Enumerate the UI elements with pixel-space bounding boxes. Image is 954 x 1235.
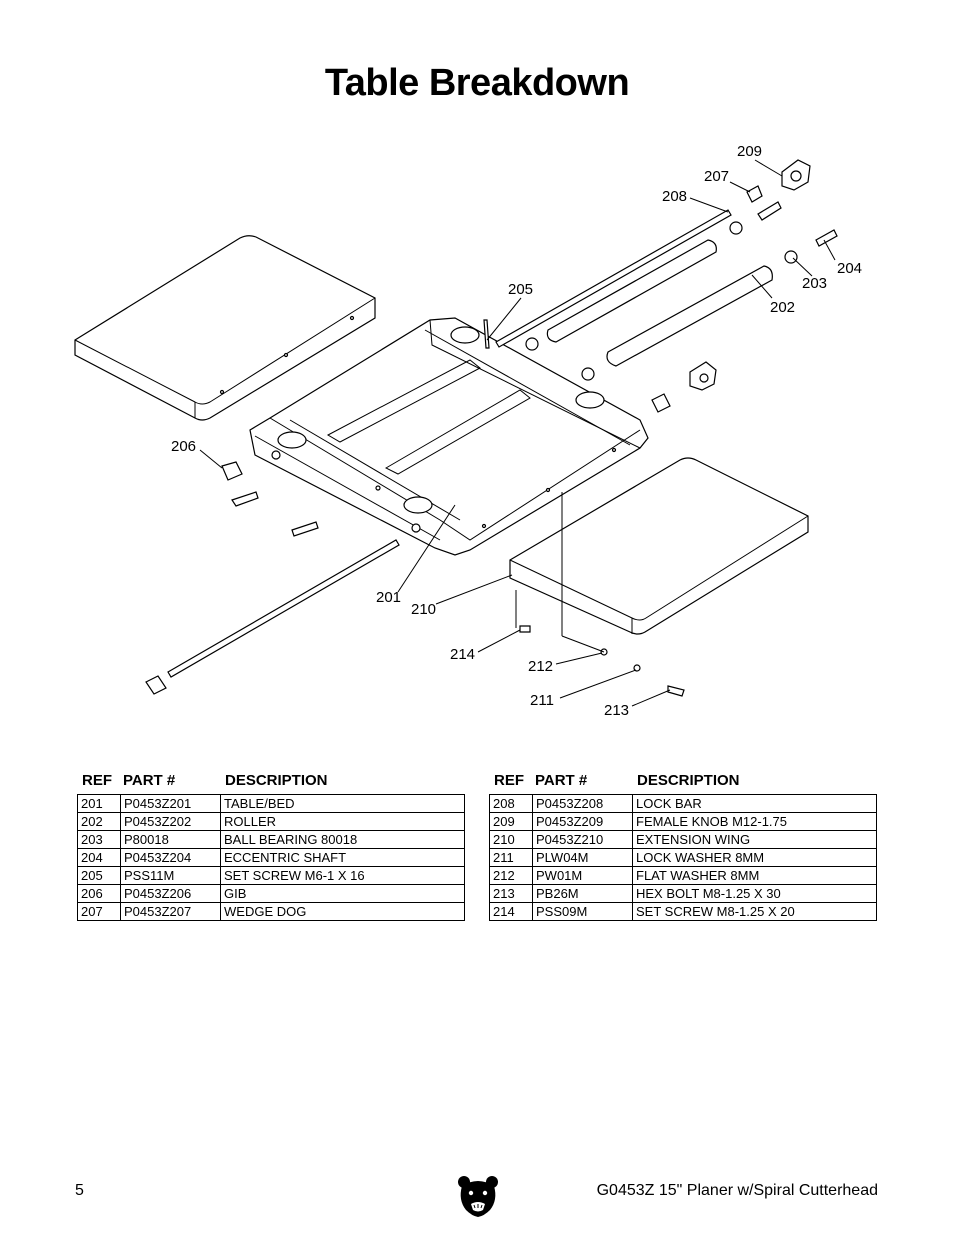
part-number-cell: P0453Z208 <box>532 794 633 813</box>
callout-211: 211 <box>530 692 554 709</box>
parts-list-header: REF PART # DESCRIPTION <box>489 770 878 794</box>
description-cell: LOCK WASHER 8MM <box>632 848 877 867</box>
callout-204: 204 <box>837 260 862 277</box>
ref-cell: 205 <box>77 866 121 885</box>
part-number-cell: P80018 <box>120 830 221 849</box>
part-number-cell: P0453Z210 <box>532 830 633 849</box>
lock-bar <box>495 209 732 348</box>
description-cell: SET SCREW M8-1.25 X 20 <box>632 902 877 921</box>
callout-213: 213 <box>604 702 629 719</box>
part-number-cell: P0453Z206 <box>120 884 221 903</box>
description-cell: TABLE/BED <box>220 794 465 813</box>
left-extension-wing <box>74 235 376 421</box>
description-cell: ECCENTRIC SHAFT <box>220 848 465 867</box>
callout-203: 203 <box>802 275 827 292</box>
description-cell: FEMALE KNOB M12-1.75 <box>632 812 877 831</box>
right-extension-wing <box>509 457 809 635</box>
callout-labels: 209 207 208 204 203 202 205 206 201 210 … <box>171 143 862 719</box>
callout-207: 207 <box>704 168 729 185</box>
ref-cell: 212 <box>489 866 533 885</box>
header-part-number: PART # <box>123 772 176 789</box>
callout-208: 208 <box>662 188 687 205</box>
part-number-cell: P0453Z201 <box>120 794 221 813</box>
callout-212: 212 <box>528 658 553 675</box>
roller-upper <box>525 221 743 351</box>
description-cell: SET SCREW M6-1 X 16 <box>220 866 465 885</box>
roller-lower <box>581 250 798 381</box>
ref-cell: 209 <box>489 812 533 831</box>
ref-cell: 211 <box>489 848 533 867</box>
description-cell: LOCK BAR <box>632 794 877 813</box>
callout-210: 210 <box>411 601 436 618</box>
header-description: DESCRIPTION <box>225 772 328 789</box>
hardware-parts <box>145 159 838 697</box>
description-cell: ROLLER <box>220 812 465 831</box>
description-cell: WEDGE DOG <box>220 902 465 921</box>
ref-cell: 201 <box>77 794 121 813</box>
callout-214: 214 <box>450 646 475 663</box>
bear-logo-icon <box>458 1176 498 1217</box>
model-description: G0453Z 15" Planer w/Spiral Cutterhead <box>596 1182 878 1199</box>
page-title: Table Breakdown <box>324 62 630 104</box>
callout-201: 201 <box>376 589 401 606</box>
description-cell: HEX BOLT M8-1.25 X 30 <box>632 884 877 903</box>
callout-206: 206 <box>171 438 196 455</box>
part-number-cell: PB26M <box>532 884 633 903</box>
header-ref: REF <box>494 772 524 789</box>
description-cell: FLAT WASHER 8MM <box>632 866 877 885</box>
ref-cell: 202 <box>77 812 121 831</box>
ref-cell: 206 <box>77 884 121 903</box>
ref-cell: 203 <box>77 830 121 849</box>
ref-cell: 204 <box>77 848 121 867</box>
ref-cell: 214 <box>489 902 533 921</box>
part-number-cell: PW01M <box>532 866 633 885</box>
part-number-cell: P0453Z202 <box>120 812 221 831</box>
ref-cell: 213 <box>489 884 533 903</box>
ref-cell: 207 <box>77 902 121 921</box>
header-part-number: PART # <box>535 772 588 789</box>
parts-list-header: REF PART # DESCRIPTION <box>77 770 466 794</box>
ref-cell: 210 <box>489 830 533 849</box>
exploded-parts-diagram: 209 207 208 204 203 202 205 206 201 210 … <box>74 143 862 719</box>
part-number-cell: PLW04M <box>532 848 633 867</box>
callout-202: 202 <box>770 299 795 316</box>
part-number-cell: PSS09M <box>532 902 633 921</box>
table-bed <box>249 317 649 556</box>
part-number-cell: PSS11M <box>120 866 221 885</box>
header-ref: REF <box>82 772 112 789</box>
ref-cell: 208 <box>489 794 533 813</box>
part-number-cell: P0453Z207 <box>120 902 221 921</box>
description-cell: BALL BEARING 80018 <box>220 830 465 849</box>
callout-209: 209 <box>737 143 762 160</box>
leader-lines <box>199 159 836 707</box>
part-number-cell: P0453Z209 <box>532 812 633 831</box>
header-description: DESCRIPTION <box>637 772 740 789</box>
callout-205: 205 <box>508 281 533 298</box>
part-number-cell: P0453Z204 <box>120 848 221 867</box>
description-cell: GIB <box>220 884 465 903</box>
page-number: 5 <box>75 1182 84 1199</box>
description-cell: EXTENSION WING <box>632 830 877 849</box>
